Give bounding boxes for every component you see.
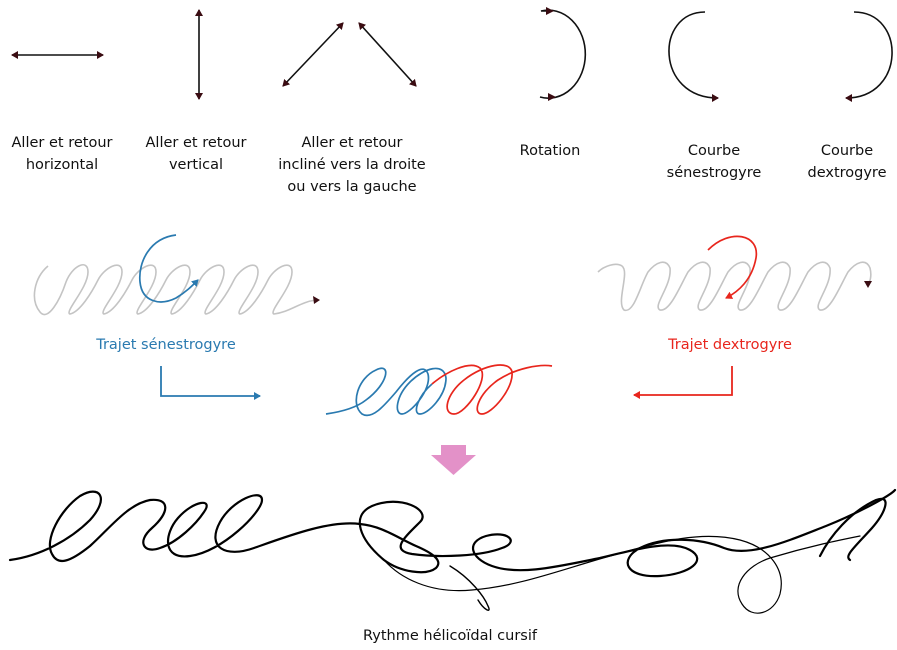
label-courbe-senestrogyre: Courbe sénestrogyre [654,140,774,184]
senestrogyre-faint-arrowhead [313,296,320,304]
cursive-rhythm-tail [450,566,489,610]
label-rotation: Rotation [490,140,610,162]
combined-blue-loops [326,368,446,415]
senestrogyre-faint-trace [34,265,316,315]
label-horizontal: Aller et retour horizontal [0,132,124,176]
cursive-rhythm-thin-stroke [384,536,860,613]
courbe-dextrogyre-arc [846,12,892,98]
diagonal-right-arrow [283,23,343,86]
rotation-circle [540,10,585,98]
dextrogyre-faint-trace [598,262,871,310]
rotation-arrowhead-bottom [548,93,556,101]
courbe-senestrogyre-arc [669,12,718,98]
down-arrow [431,445,476,475]
label-courbe-dextrogyre: Courbe dextrogyre [797,140,897,184]
senestrogyre-caption: Trajet sénestrogyre [76,337,256,353]
dextrogyre-caption: Trajet dextrogyre [640,337,820,353]
label-diagonal: Aller et retour incliné vers la droite o… [262,132,442,198]
cursive-rhythm-hook [820,499,886,560]
dextrogyre-bracket-arrow [634,366,732,395]
label-vertical: Aller et retour vertical [134,132,258,176]
diagonal-left-arrow [359,23,416,86]
result-caption: Rythme hélicoïdal cursif [330,628,570,644]
dextrogyre-faint-arrowhead [864,281,872,288]
rotation-arrowhead [546,7,554,15]
cursive-rhythm-stroke [10,490,895,576]
combined-red-loops [432,365,552,414]
senestrogyre-bracket-arrow [161,366,260,396]
